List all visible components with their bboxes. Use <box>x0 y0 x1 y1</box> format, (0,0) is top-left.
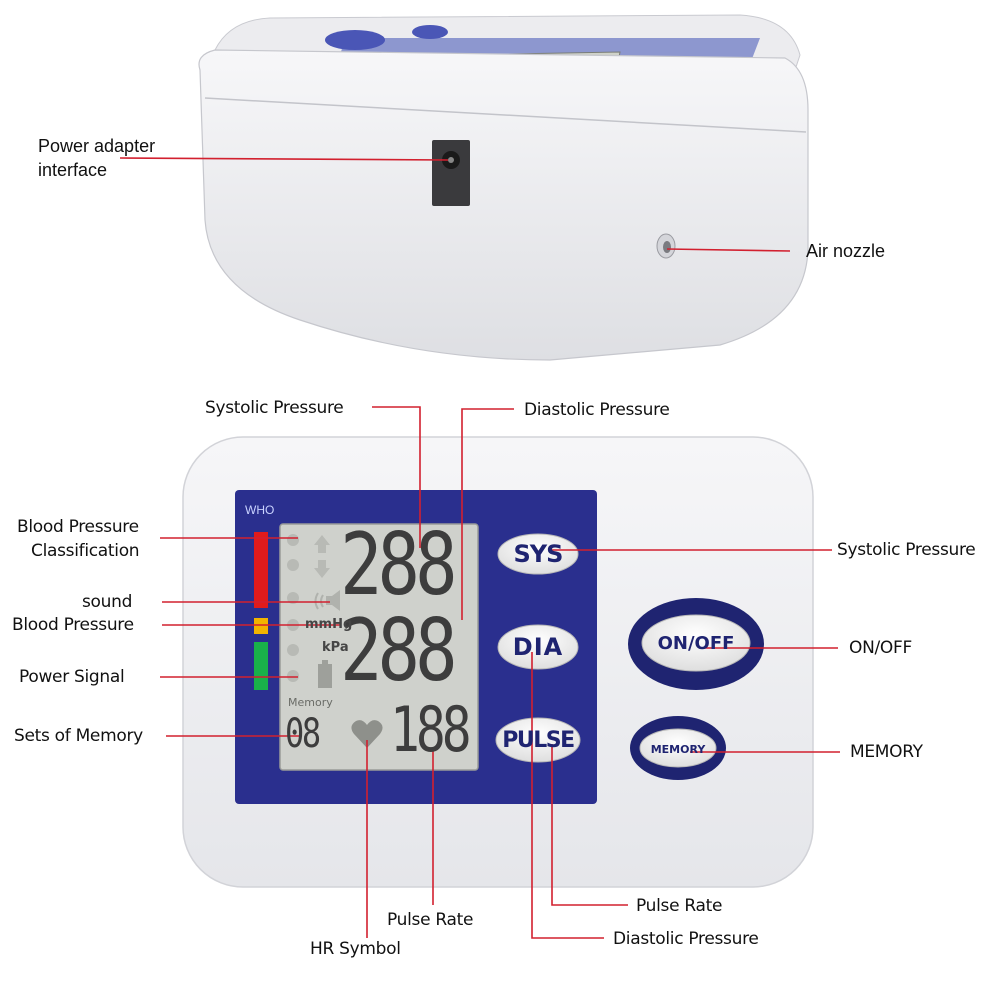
pulse-button-label: PULSE <box>502 727 575 753</box>
pulse-button-shape <box>495 717 581 763</box>
lcd-memory-digits: 08 <box>285 711 321 757</box>
classification-red <box>254 532 268 608</box>
memory-button-label: MEMORY <box>650 742 706 756</box>
lcd-dia-digits: 288 <box>340 601 458 701</box>
lcd-memory-caption: Memory <box>288 696 333 709</box>
lcd-unit-kpa: kPa <box>322 640 349 655</box>
label-hr-symbol: HR Symbol <box>310 939 401 959</box>
lcd-sys-digits: 288 <box>340 515 458 615</box>
pulse-button[interactable]: PULSE <box>496 718 580 762</box>
lcd-pulse-digits: 188 <box>390 693 472 766</box>
sys-button-label: SYS <box>513 540 564 568</box>
top-sys-button <box>325 30 385 50</box>
onoff-button-shape <box>641 614 751 672</box>
label-diastolic-bottom: Diastolic Pressure <box>613 929 759 949</box>
label-air-nozzle: Air nozzle <box>806 241 886 261</box>
label-power-adapter-line2: interface <box>38 160 108 180</box>
sys-button[interactable]: SYS <box>498 534 578 574</box>
up-arrow-icon <box>314 535 330 553</box>
label-diastolic-top: Diastolic Pressure <box>524 400 670 420</box>
label-systolic-right: Systolic Pressure <box>837 540 976 560</box>
label-on-off: ON/OFF <box>849 638 912 658</box>
power-adapter-port <box>432 140 470 206</box>
memory-button-shape <box>639 728 717 768</box>
dia-button-shape <box>497 624 579 670</box>
label-bp-classification-line1: Blood Pressure <box>17 517 139 537</box>
label-sets-of-memory: Sets of Memory <box>14 726 143 746</box>
dia-button-label: DIA <box>512 633 564 661</box>
classification-green <box>254 642 268 690</box>
label-systolic-top: Systolic Pressure <box>205 398 344 418</box>
label-power-adapter-line1: Power adapter <box>38 136 156 156</box>
label-sound: sound <box>82 592 133 612</box>
callout-lines <box>160 406 840 939</box>
lcd-screen <box>279 523 479 771</box>
down-arrow-icon <box>314 560 330 578</box>
label-pulse-rate-bottom: Pulse Rate <box>387 910 474 930</box>
lcd-unit-mmhg: mmHg <box>305 617 353 632</box>
label-power-signal: Power Signal <box>19 667 125 687</box>
label-pulse-rate-right: Pulse Rate <box>636 896 723 916</box>
panel-brand: WHO <box>245 503 275 517</box>
sound-icon <box>314 590 340 611</box>
on-off-button-label: ON/OFF <box>657 632 735 654</box>
label-memory: MEMORY <box>850 742 923 762</box>
label-blood-pressure: Blood Pressure <box>12 615 134 635</box>
top-device <box>119 14 809 361</box>
on-off-button[interactable]: ON/OFF <box>642 625 750 661</box>
label-bp-classification-line2: Classification <box>31 541 140 561</box>
heart-icon <box>351 720 383 748</box>
memory-button[interactable]: MEMORY <box>640 736 716 762</box>
battery-icon <box>318 664 332 688</box>
dia-button[interactable]: DIA <box>498 625 578 669</box>
classification-yellow <box>254 618 268 634</box>
sys-button-shape <box>497 533 579 575</box>
